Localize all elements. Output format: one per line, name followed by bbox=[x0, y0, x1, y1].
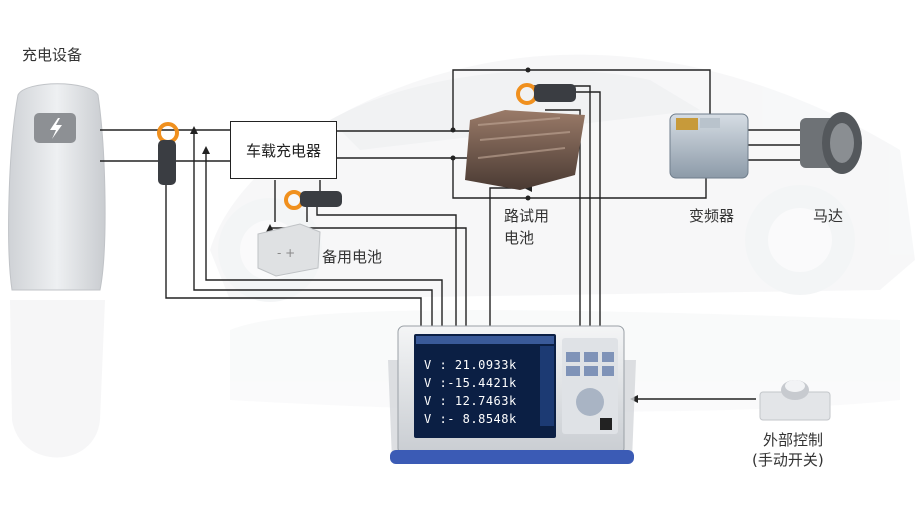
screen-row-4: V :- 8.8548k bbox=[424, 412, 517, 426]
inverter-label: 变频器 bbox=[689, 207, 735, 225]
backup-battery-label: 备用电池 bbox=[322, 248, 383, 266]
arrowheads bbox=[190, 67, 638, 403]
test-battery-pack bbox=[465, 110, 585, 190]
charger-label: 充电设备 bbox=[22, 46, 83, 64]
screen-row-3: V : 12.7463k bbox=[424, 394, 517, 408]
screen-row-2: V :-15.4421k bbox=[424, 376, 517, 390]
lightning-icon bbox=[50, 118, 62, 139]
power-analyzer bbox=[388, 325, 636, 464]
backup-battery: - + bbox=[257, 223, 321, 277]
charging-station bbox=[8, 83, 106, 291]
battery-plus-minus-icon: - + bbox=[277, 246, 295, 260]
external-control-label-line2: (手动开关) bbox=[752, 451, 824, 469]
motor-label: 马达 bbox=[813, 207, 844, 225]
screen-row-1: V : 21.0933k bbox=[424, 358, 517, 372]
test-battery-label-line1: 路试用 bbox=[504, 207, 550, 225]
analyzer-screen bbox=[414, 334, 556, 438]
wiring bbox=[100, 69, 800, 400]
inverter bbox=[669, 113, 749, 179]
test-battery-label-line2: 电池 bbox=[504, 229, 535, 247]
onboard-charger-label: 车载充电器 bbox=[245, 141, 321, 160]
current-clamp-charger bbox=[157, 122, 179, 185]
onboard-charger-box: 车载充电器 bbox=[230, 121, 337, 179]
current-clamp-battery bbox=[516, 83, 576, 105]
charger-reflection bbox=[10, 300, 105, 458]
external-control-switch bbox=[759, 380, 831, 421]
external-control-label-line1: 外部控制 bbox=[763, 431, 824, 449]
current-clamp-backup bbox=[284, 190, 342, 210]
motor bbox=[800, 112, 862, 174]
